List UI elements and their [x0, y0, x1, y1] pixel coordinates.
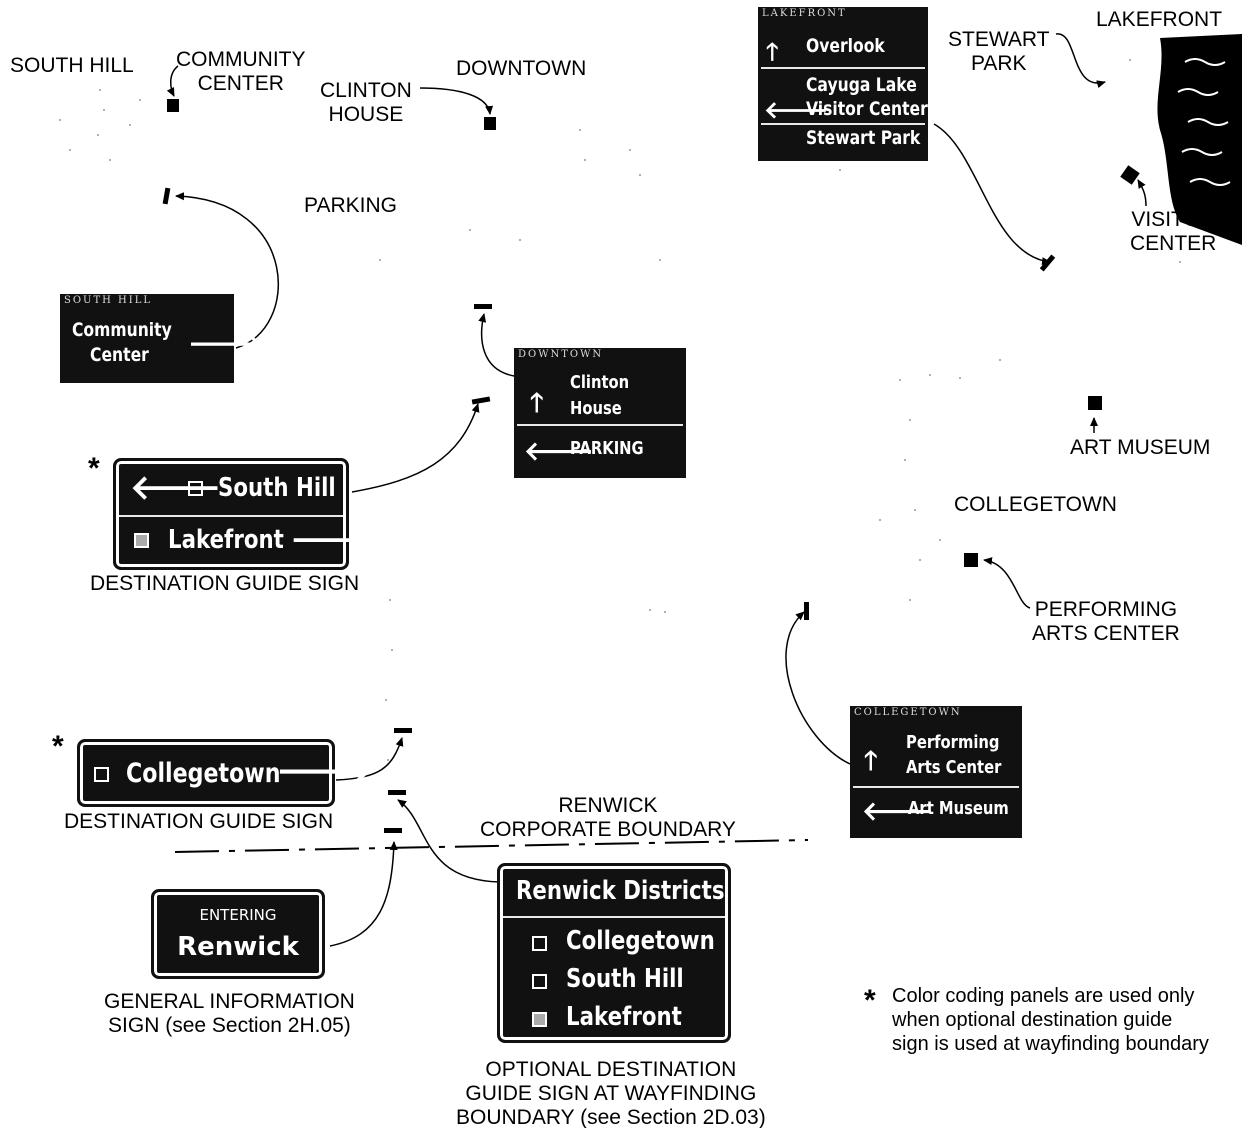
sign-row: Cayuga Lake Visitor Center	[806, 74, 928, 120]
sign-divider	[119, 515, 343, 517]
sign-divider	[853, 786, 1019, 788]
sign-title: Renwick Districts	[516, 876, 725, 906]
arrow-right-icon: 🡒	[188, 327, 264, 360]
sign-row: Clinton House	[570, 372, 630, 419]
sign-row: Performing Arts Center	[906, 732, 1002, 778]
lake-shape	[1157, 34, 1242, 245]
performing-arts-marker	[964, 553, 978, 567]
sign-post-districts	[388, 790, 406, 795]
sign-row: South Hill	[566, 964, 684, 994]
sign-row: PARKING	[570, 438, 644, 459]
sign-post-destination-bottom	[394, 728, 412, 733]
arrow-up-icon: 🡑	[864, 746, 878, 776]
street-dots	[59, 59, 1181, 761]
collegetown-district-sign: COLLEGETOWN 🡑 Performing Arts Center 🡐 A…	[850, 706, 1022, 838]
color-panel-box	[532, 974, 547, 989]
sign-row: Collegetown	[566, 926, 715, 956]
lake-waves	[1177, 58, 1231, 186]
connector-south-hill-sign	[175, 192, 279, 349]
sign-divider	[517, 424, 683, 426]
color-panel-box	[94, 767, 109, 782]
callout-performing-arts	[983, 557, 1031, 609]
sign-row: Stewart Park	[806, 127, 921, 149]
art-museum-marker	[1088, 396, 1102, 410]
label-art-museum: ART MUSEUM	[1070, 436, 1211, 459]
sign-row: Lakefront	[566, 1002, 682, 1032]
color-panel-box-shaded	[134, 533, 149, 548]
label-downtown: DOWNTOWN	[456, 57, 587, 80]
entering-renwick-sign: ENTERING Renwick	[152, 890, 324, 978]
community-center-marker	[167, 99, 179, 112]
sign-row: Overlook	[806, 35, 885, 57]
renwick-districts-sign: Renwick Districts Collegetown South Hill…	[498, 864, 730, 1042]
label-lakefront: LAKEFRONT	[1096, 8, 1223, 31]
lakefront-district-sign: LAKEFRONT 🡑 Overlook 🡐 Cayuga Lake Visit…	[758, 7, 928, 161]
callout-visitor-center	[1137, 179, 1147, 207]
color-panel-box	[188, 481, 203, 496]
sign-post-entering	[384, 828, 402, 833]
arrow-left-icon: 🡐	[130, 468, 222, 508]
sign-row: South Hill	[218, 473, 336, 503]
connector-entering-sign	[329, 841, 398, 947]
sign-small-text: ENTERING	[199, 906, 277, 924]
asterisk-icon: *	[52, 730, 64, 763]
south-hill-district-sign: SOUTH HILL Community Center 🡒	[60, 294, 263, 383]
sign-header: COLLEGETOWN	[854, 707, 962, 718]
caption-destination-guide-sign-bottom: DESTINATION GUIDE SIGN	[64, 810, 334, 833]
connector-lakefront-sign	[933, 123, 1051, 266]
color-panel-box	[532, 936, 547, 951]
destination-guide-sign-top: 🡐 South Hill Lakefront 🡒	[114, 459, 381, 569]
arrow-left-icon: 🡐	[524, 437, 594, 467]
connector-districts-sign	[397, 799, 501, 883]
callout-clinton-house	[419, 87, 494, 115]
arrow-right-icon: 🡒	[276, 751, 373, 792]
arrow-right-icon: 🡒	[290, 520, 382, 560]
sign-divider	[761, 123, 925, 125]
sign-post-downtown	[474, 304, 492, 309]
arrow-up-icon: 🡑	[766, 38, 779, 66]
sign-post-collegetown	[804, 602, 809, 620]
label-parking: PARKING	[304, 194, 397, 217]
sign-header: LAKEFRONT	[762, 8, 847, 19]
arrow-left-icon: 🡐	[862, 797, 932, 827]
connector-destination-bottom	[335, 737, 404, 781]
callout-community-center	[166, 65, 179, 97]
sign-divider	[503, 916, 725, 918]
arrow-left-icon: 🡐	[764, 96, 829, 124]
connector-collegetown-sign	[785, 611, 851, 765]
caption-destination-guide-sign-top: DESTINATION GUIDE SIGN	[90, 572, 360, 595]
label-collegetown: COLLEGETOWN	[954, 493, 1117, 516]
sign-row: Lakefront	[168, 525, 284, 555]
connector-destination-top	[351, 403, 480, 493]
sign-header: DOWNTOWN	[518, 349, 604, 360]
sign-header: SOUTH HILL	[64, 295, 152, 306]
asterisk-icon: *	[864, 984, 876, 1017]
renwick-corporate-boundary-line	[174, 839, 809, 853]
downtown-district-sign: DOWNTOWN 🡑 Clinton House 🡐 PARKING	[514, 348, 686, 478]
sign-row: Collegetown	[126, 758, 281, 789]
color-panel-box-shaded	[532, 1012, 547, 1027]
sign-row: Community Center	[72, 319, 172, 366]
arrow-up-icon: 🡑	[530, 388, 544, 418]
callout-stewart-park	[1055, 33, 1106, 89]
sign-divider	[761, 67, 925, 69]
label-south-hill: SOUTH HILL	[10, 54, 134, 77]
destination-guide-sign-bottom: Collegetown 🡒	[78, 740, 373, 806]
connector-downtown-sign	[478, 313, 515, 377]
asterisk-icon: *	[88, 452, 100, 485]
sign-big-text: Renwick	[177, 932, 299, 962]
sign-row: Art Museum	[908, 798, 1009, 819]
clinton-house-marker	[484, 117, 496, 130]
